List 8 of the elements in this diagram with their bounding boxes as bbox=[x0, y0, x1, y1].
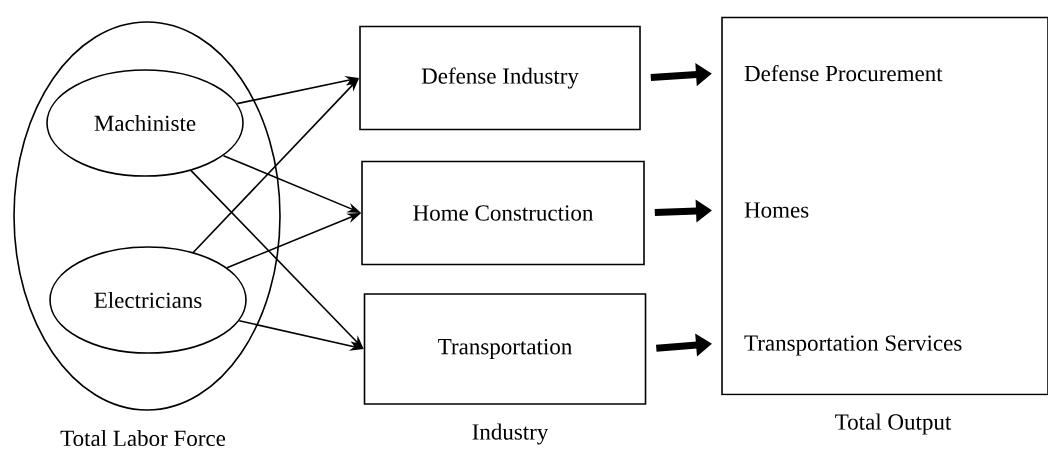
process-box: Defense Industry bbox=[359, 25, 641, 131]
process-box: Home Construction bbox=[361, 160, 645, 266]
node-label: Total Labor Force bbox=[60, 429, 226, 447]
output-text: Defense Procurement bbox=[744, 64, 943, 82]
output-text: Transportation Services bbox=[744, 335, 962, 356]
node-label: Total Output bbox=[835, 413, 952, 435]
process-box: Transportation bbox=[363, 293, 647, 405]
output-text: Homes bbox=[744, 202, 809, 218]
